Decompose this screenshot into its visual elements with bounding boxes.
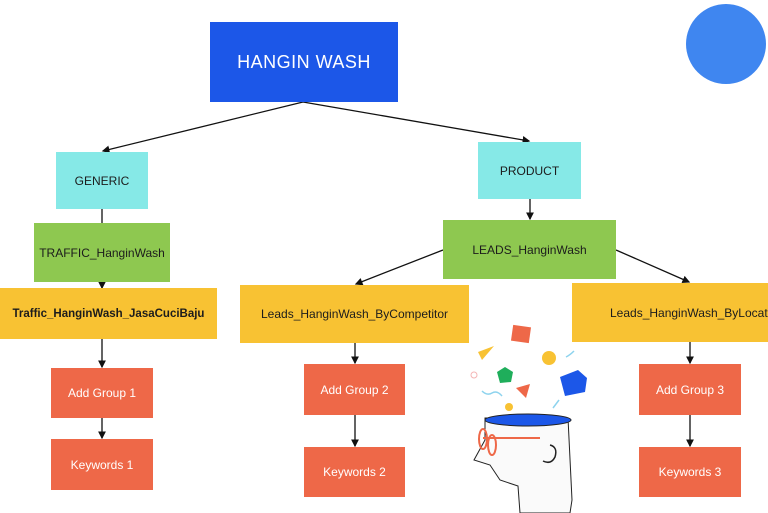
arrow-leads-location: [615, 249, 691, 283]
category-generic: GENERIC: [56, 152, 148, 209]
head-with-ideas-icon: [470, 324, 587, 513]
ad-group-set-competitor: Leads_HanginWash_ByCompetitor: [240, 285, 469, 343]
ad-group-set-traffic: Traffic_HanginWash_JasaCuciBaju: [0, 288, 217, 339]
keywords-1: Keywords 1: [51, 439, 153, 490]
arrow-root-generic: [101, 101, 304, 154]
ad-group-1: Add Group 1: [51, 368, 153, 418]
arrow-leads-competitor: [354, 249, 444, 286]
decorative-circle: [686, 4, 766, 84]
campaign-leads: LEADS_HanginWash: [443, 220, 616, 279]
category-product: PRODUCT: [478, 142, 581, 199]
root-node: HANGIN WASH: [210, 22, 398, 102]
keywords-3: Keywords 3: [639, 447, 741, 497]
keywords-2: Keywords 2: [304, 447, 405, 497]
ad-group-set-location: Leads_HanginWash_ByLocation: [572, 283, 768, 342]
ad-group-3: Add Group 3: [639, 364, 741, 415]
ad-group-2: Add Group 2: [304, 364, 405, 415]
campaign-traffic: TRAFFIC_HanginWash: [34, 223, 170, 282]
arrow-root-product: [302, 101, 531, 144]
